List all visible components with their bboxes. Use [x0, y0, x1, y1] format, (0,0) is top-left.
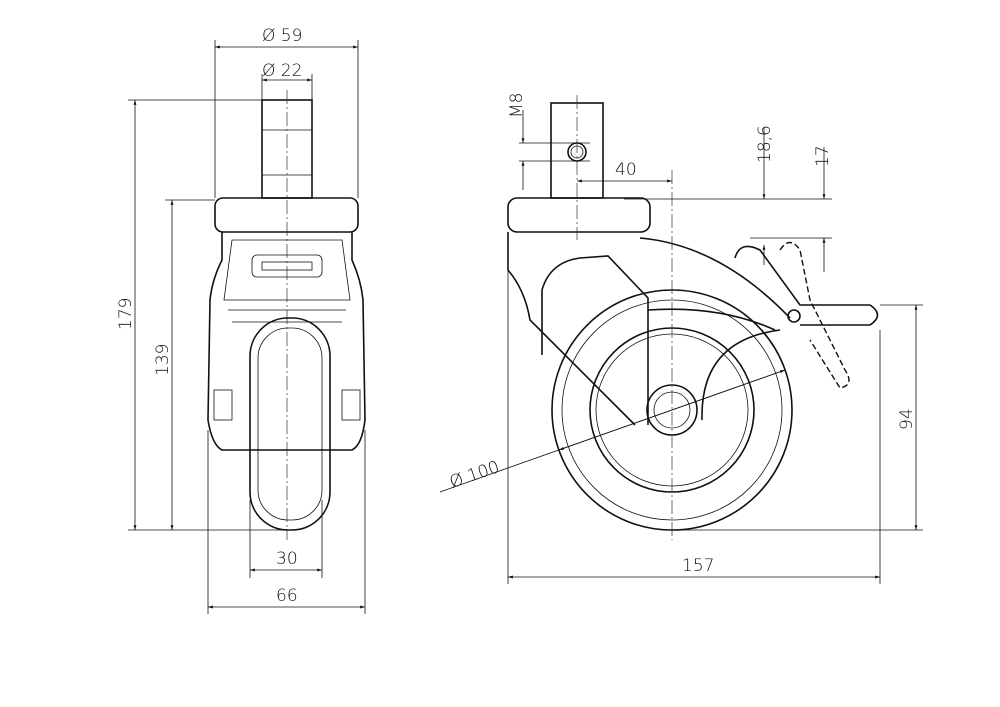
dim-total-height: 179: [116, 298, 136, 330]
side-view: M8 40 18,6 17 94 Ø 100 157: [439, 93, 923, 584]
dim-brake-pedal-height: 94: [897, 408, 917, 430]
dim-thread: M8: [507, 93, 527, 118]
top-plate: [214, 197, 359, 233]
dim-brake-height-2: 17: [813, 145, 833, 167]
dim-overall-width: 66: [276, 586, 298, 606]
dim-wheel-width: 30: [276, 549, 298, 569]
dim-body-height: 139: [153, 344, 173, 376]
dim-stem-diameter: Ø 22: [262, 61, 302, 81]
top-plate-side: [507, 197, 651, 233]
dim-wheel-diameter: Ø 100: [447, 457, 502, 493]
wheel-front: [249, 317, 331, 531]
dim-offset: 40: [615, 160, 637, 180]
brake-pedal: [734, 245, 879, 326]
dim-overall-length: 157: [682, 556, 714, 576]
dim-brake-height-1: 18,6: [755, 125, 775, 163]
dim-outer-diameter: Ø 59: [262, 26, 302, 46]
fork: [207, 232, 366, 451]
front-view: Ø 59 Ø 22 179 139 30 66: [116, 26, 366, 614]
